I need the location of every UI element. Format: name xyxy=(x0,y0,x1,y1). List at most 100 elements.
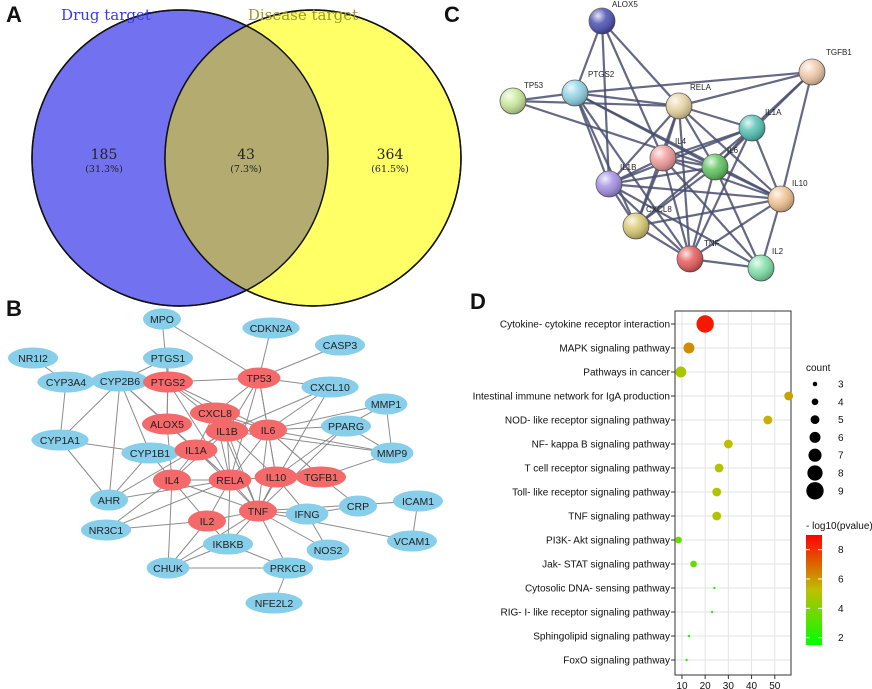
ppi-node-tnf: TNF xyxy=(676,239,720,273)
network-node-nos2: NOS2 xyxy=(306,539,350,561)
data-point xyxy=(675,536,682,544)
network-node-nfe2l2: NFE2L2 xyxy=(245,592,303,614)
ppi-edge xyxy=(608,126,753,186)
network-node-cxcl8: CXCL8 xyxy=(190,402,240,424)
venn-right-label: Disease target xyxy=(248,6,358,24)
network-edge xyxy=(257,500,419,512)
network-edge xyxy=(105,479,231,531)
network-node-shape xyxy=(121,442,179,464)
ppi-network: ALOX5TGFB1TP53PTGS2RELAIL1AIL4IL6IL1BIL1… xyxy=(499,0,852,282)
count-legend-label: 8 xyxy=(838,469,844,480)
data-point xyxy=(696,315,714,333)
network-node-label: PTGS2 xyxy=(151,377,186,389)
ppi-node-label: TP53 xyxy=(524,81,544,90)
network-node-shape xyxy=(142,413,192,435)
network-node-cyp2b6: CYP2B6 xyxy=(91,370,149,392)
category-label: NOD- like receptor signaling pathway xyxy=(505,416,670,427)
data-point xyxy=(710,610,714,614)
x-tick-label: 20 xyxy=(700,681,712,689)
network-node-label: NR3C1 xyxy=(89,525,124,537)
ppi-node-il4: IL4 xyxy=(649,137,687,172)
network-node-label: CDKN2A xyxy=(250,323,293,335)
pvalue-color-bar xyxy=(806,535,822,645)
data-point xyxy=(687,634,691,638)
network-edge xyxy=(108,380,121,501)
ppi-network-nodes: ALOX5TGFB1TP53PTGS2RELAIL1AIL4IL6IL1BIL1… xyxy=(499,0,852,282)
network-node-label: NFE2L2 xyxy=(255,598,294,610)
ppi-edge xyxy=(600,20,611,185)
ppi-edge xyxy=(573,92,611,185)
venn-diagram: Drug target Disease target 185 (31.3%) 4… xyxy=(31,6,462,307)
network-node-shape xyxy=(306,539,350,561)
venn-left-label: Drug target xyxy=(61,6,151,24)
network-node-label: VCAM1 xyxy=(394,536,430,548)
ppi-node-il10: IL10 xyxy=(767,179,808,213)
network-node-il6: IL6 xyxy=(249,419,287,441)
ppi-node-tgfb1: TGFB1 xyxy=(798,48,852,86)
category-label: Jak- STAT signaling pathway xyxy=(542,560,670,571)
network-node-label: PRKCB xyxy=(270,563,306,575)
network-node-shape xyxy=(208,469,252,491)
ppi-node-label: IL1A xyxy=(765,108,782,117)
ppi-node-shine xyxy=(748,255,774,281)
category-label: T cell receptor signaling pathway xyxy=(525,464,670,475)
network-node-shape xyxy=(205,420,249,442)
network-node-rela: RELA xyxy=(208,469,252,491)
network-node-tp53: TP53 xyxy=(237,367,281,389)
network-node-shape xyxy=(263,557,313,579)
network-node-label: ALOX5 xyxy=(150,419,184,431)
network-node-label: CYP2B6 xyxy=(100,376,140,388)
network-node-shape xyxy=(31,429,89,451)
network-node-ifng: IFNG xyxy=(285,503,329,525)
venn-overlap-percent: (7.3%) xyxy=(230,164,262,175)
network-node-shape xyxy=(190,402,240,424)
network-node-shape xyxy=(143,308,181,330)
network-node-label: CYP1B1 xyxy=(130,448,170,460)
count-legend-label: 4 xyxy=(838,397,844,408)
dot-plot-categories: Cytokine- cytokine receptor interactionM… xyxy=(473,320,675,667)
kegg-dot-plot: Cytokine- cytokine receptor interactionM… xyxy=(473,310,872,689)
ppi-node-il6: IL6 xyxy=(701,146,739,181)
venn-left-percent: (31.3%) xyxy=(85,164,123,175)
network-edge xyxy=(267,403,387,431)
ppi-edge xyxy=(608,165,716,186)
venn-left-count: 185 xyxy=(91,147,118,163)
network-node-label: NR1I2 xyxy=(18,353,48,365)
panel-letter-c: C xyxy=(444,2,460,27)
network-node-ptgs1: PTGS1 xyxy=(143,347,193,369)
ppi-node-shine xyxy=(623,213,649,239)
dot-plot-area xyxy=(675,311,791,675)
ppi-node-label: PTGS2 xyxy=(588,70,615,79)
network-node-label: MMP9 xyxy=(377,448,407,460)
network-node-shape xyxy=(315,334,365,356)
network-node-nr3c1: NR3C1 xyxy=(81,519,131,541)
ppi-edge xyxy=(608,105,680,185)
x-tick-label: 40 xyxy=(746,681,758,689)
count-legend-label: 3 xyxy=(838,380,844,391)
color-tick-label: 6 xyxy=(838,575,844,586)
category-label: Toll- like receptor signaling pathway xyxy=(512,488,670,499)
network-node-shape xyxy=(387,530,437,552)
network-node-label: IL10 xyxy=(266,472,287,484)
ppi-network-edges xyxy=(512,20,814,270)
network-node-label: CYP1A1 xyxy=(40,435,80,447)
count-legend-label: 7 xyxy=(838,451,844,462)
network-node-cdkn2a: CDKN2A xyxy=(242,317,300,339)
data-point xyxy=(712,511,722,521)
network-node-shape xyxy=(242,317,300,339)
network-node-shape xyxy=(285,503,329,525)
venn-overlap-count: 43 xyxy=(237,147,255,163)
network-node-mmp1: MMP1 xyxy=(364,393,408,415)
data-point xyxy=(712,487,722,497)
ppi-node-label: IL6 xyxy=(727,146,739,155)
network-node-shape xyxy=(37,371,95,393)
network-node-label: TNF xyxy=(248,506,268,518)
network-node-label: IL6 xyxy=(261,425,276,437)
network-edge xyxy=(257,510,413,542)
network-edge xyxy=(119,380,151,454)
target-network-edges xyxy=(32,318,419,604)
data-point xyxy=(685,658,688,662)
data-point xyxy=(784,391,794,401)
network-node-crp: CRP xyxy=(339,495,377,517)
